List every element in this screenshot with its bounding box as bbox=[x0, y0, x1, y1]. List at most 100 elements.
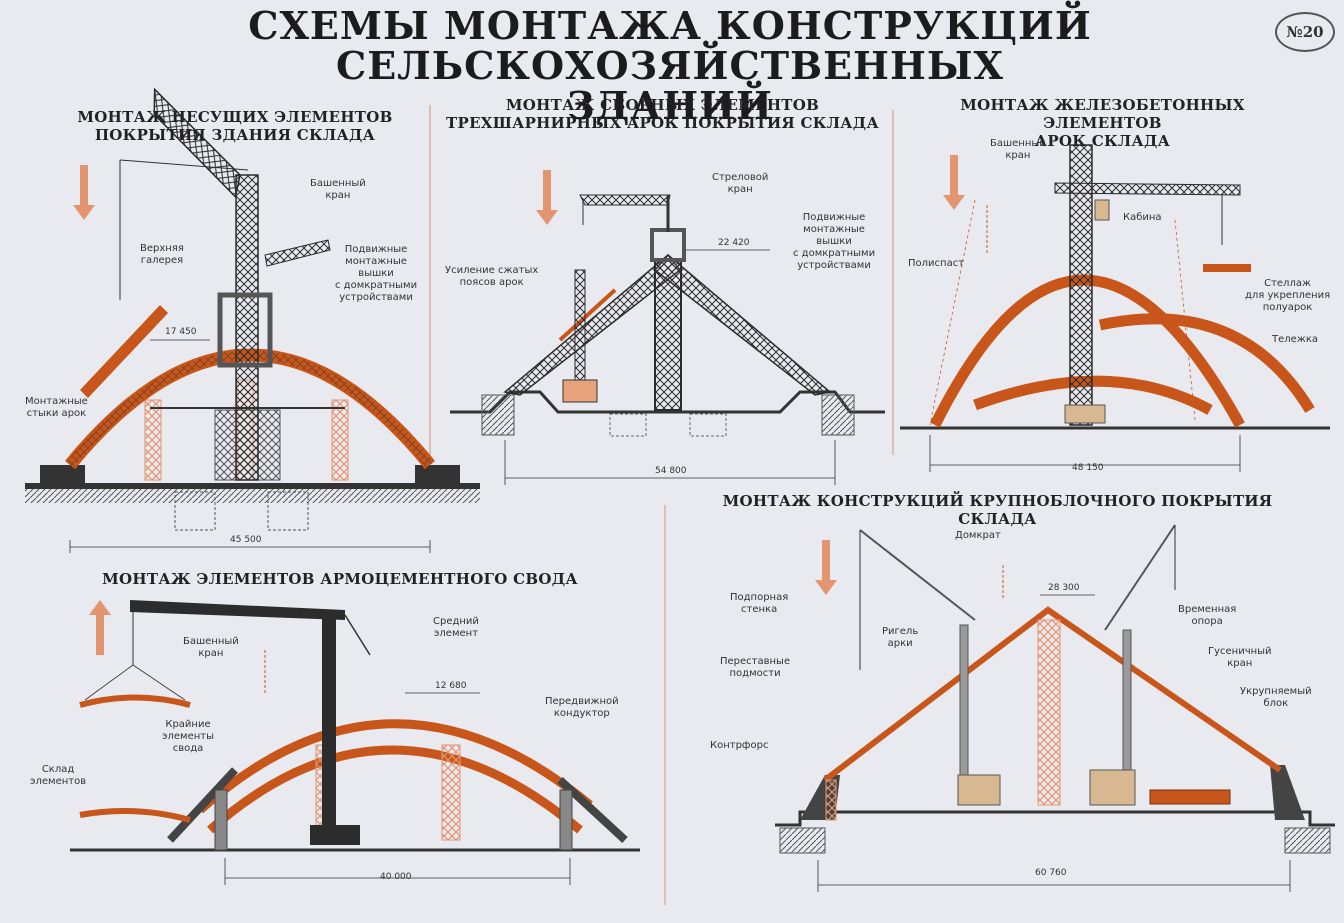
s2-label-towers-l4: с домкратными bbox=[793, 248, 876, 259]
s1-label-towers-l1: Подвижные bbox=[344, 244, 408, 255]
s3-label-pulley: Полиспаст bbox=[908, 258, 965, 269]
main-title-line1: СХЕМЫ МОНТАЖА КОНСТРУКЦИЙ bbox=[248, 3, 1092, 48]
s3-label-tower-crane: Башенный кран bbox=[990, 138, 1046, 162]
s5-label-crawler-l2: кран bbox=[1227, 658, 1253, 669]
s4-label-storage: Склад элементов bbox=[30, 764, 86, 788]
s1-label-joints-l1: Монтажные bbox=[25, 396, 88, 407]
s4-dim-height: 12 680 bbox=[435, 681, 467, 691]
s4-label-tower-crane-l2: кран bbox=[198, 648, 224, 659]
s1-title-line2: ПОКРЫТИЯ ЗДАНИЯ СКЛАДА bbox=[94, 126, 376, 144]
s4-label-edge-l1: Крайние bbox=[165, 719, 211, 730]
s5-dim-span: 60 760 bbox=[1035, 868, 1067, 878]
s5-label-crossbar-l2: арки bbox=[887, 638, 913, 649]
s4-label-middle-l1: Средний bbox=[433, 616, 479, 627]
s1-dim-span-half: 17 450 bbox=[165, 327, 197, 337]
s4-direction-arrow bbox=[89, 600, 111, 655]
s2-label-towers-l1: Подвижные bbox=[802, 212, 866, 223]
s3-label-tower-crane-l2: кран bbox=[1005, 150, 1031, 161]
s2-label-reinforce: Усиление сжатых поясов арок bbox=[445, 265, 538, 289]
s4-label-tower-crane-l1: Башенный bbox=[183, 636, 239, 647]
s4-label-storage-l2: элементов bbox=[30, 776, 87, 787]
s1-label-upper-gallery-l1: Верхняя bbox=[140, 243, 184, 254]
s3-label-cabin: Кабина bbox=[1123, 212, 1162, 223]
s4-label-conductor: Передвижной кондуктор bbox=[545, 696, 619, 720]
s2-title: МОНТАЖ СБОРНЫХ ЭЛЕМЕНТОВ ТРЕХШАРНИРНЫХ А… bbox=[440, 96, 885, 132]
s5-label-retaining-l1: Подпорная bbox=[730, 592, 789, 603]
s2-label-boom-crane-l2: кран bbox=[727, 184, 753, 195]
s1-label-upper-gallery: Верхняя галерея bbox=[140, 243, 184, 267]
s4-label-tower-crane: Башенный кран bbox=[183, 636, 239, 660]
s2-label-boom-crane: Стреловой кран bbox=[712, 172, 768, 196]
s4-label-middle: Средний элемент bbox=[433, 616, 479, 640]
main-title-line2: СЕЛЬСКОХОЗЯЙСТВЕННЫХ ЗДАНИЙ bbox=[335, 43, 1005, 128]
s1-drawing bbox=[25, 87, 480, 553]
s5-label-crossbar: Ригель арки bbox=[882, 626, 918, 650]
s3-label-rack-l1: Стеллаж bbox=[1264, 278, 1311, 289]
s1-label-towers-l5: устройствами bbox=[339, 292, 413, 303]
s1-label-towers: Подвижные монтажные вышки с домкратными … bbox=[335, 244, 417, 304]
s3-direction-arrow bbox=[943, 155, 965, 210]
s4-label-conductor-l2: кондуктор bbox=[553, 708, 610, 719]
s1-direction-arrow bbox=[73, 165, 95, 220]
s3-label-rack-l3: полуарок bbox=[1262, 302, 1313, 313]
s1-label-upper-gallery-l2: галерея bbox=[140, 255, 184, 266]
s4-dim-span: 40 000 bbox=[380, 872, 412, 882]
s2-title-line1: МОНТАЖ СБОРНЫХ ЭЛЕМЕНТОВ bbox=[505, 96, 820, 114]
s2-title-line2: ТРЕХШАРНИРНЫХ АРОК ПОКРЫТИЯ СКЛАДА bbox=[446, 114, 879, 132]
s2-label-reinforce-l2: поясов арок bbox=[459, 277, 524, 288]
s1-label-joints-l2: стыки арок bbox=[26, 408, 87, 419]
s5-title: МОНТАЖ КОНСТРУКЦИЙ КРУПНОБЛОЧНОГО ПОКРЫТ… bbox=[722, 492, 1273, 528]
s3-label-trolley: Тележка bbox=[1272, 334, 1318, 345]
s2-label-towers-l5: устройствами bbox=[797, 260, 871, 271]
s2-label-towers-l3: вышки bbox=[816, 236, 852, 247]
s1-label-towers-l4: с домкратными bbox=[335, 280, 418, 291]
s2-label-towers: Подвижные монтажные вышки с домкратными … bbox=[793, 212, 875, 272]
s3-label-rack-l2: для укрепления bbox=[1245, 290, 1331, 301]
s4-label-storage-l1: Склад bbox=[41, 764, 75, 775]
s5-dim-height: 28 300 bbox=[1048, 583, 1080, 593]
s1-label-tower-crane-l1: Башенный bbox=[310, 178, 366, 189]
s5-label-scaffold-l2: подмости bbox=[729, 668, 781, 679]
s5-label-block: Укрупняемый блок bbox=[1240, 686, 1312, 710]
s5-label-jack: Домкрат bbox=[955, 530, 1001, 541]
s4-label-conductor-l1: Передвижной bbox=[545, 696, 619, 707]
s2-label-boom-crane-l1: Стреловой bbox=[712, 172, 769, 183]
s3-title: МОНТАЖ ЖЕЛЕЗОБЕТОННЫХ ЭЛЕМЕНТОВ АРОК СКЛ… bbox=[900, 96, 1305, 150]
s1-label-tower-crane: Башенный кран bbox=[310, 178, 366, 202]
s5-label-retaining: Подпорная стенка bbox=[730, 592, 788, 616]
s5-label-crawler: Гусеничный кран bbox=[1208, 646, 1272, 670]
s5-label-crossbar-l1: Ригель bbox=[882, 626, 919, 637]
sheet-number-badge: №20 bbox=[1275, 12, 1335, 52]
s5-direction-arrow bbox=[815, 540, 837, 595]
s1-title-line1: МОНТАЖ НЕСУЩИХ ЭЛЕМЕНТОВ bbox=[77, 108, 393, 126]
s5-label-temp-support: Временная опора bbox=[1178, 604, 1236, 628]
s2-label-reinforce-l1: Усиление сжатых bbox=[445, 265, 539, 276]
s2-drawing bbox=[450, 170, 885, 485]
s4-drawing bbox=[70, 600, 640, 885]
section-dividers bbox=[429, 105, 894, 905]
s3-dim-span: 48 150 bbox=[1072, 463, 1104, 473]
s3-title-line1: МОНТАЖ ЖЕЛЕЗОБЕТОННЫХ ЭЛЕМЕНТОВ bbox=[960, 96, 1245, 132]
s1-label-joints: Монтажные стыки арок bbox=[25, 396, 88, 420]
s5-label-scaffold-l1: Переставные bbox=[720, 656, 791, 667]
s2-label-towers-l2: монтажные bbox=[803, 224, 865, 235]
s5-label-crawler-l1: Гусеничный bbox=[1208, 646, 1272, 657]
s4-label-middle-l2: элемент bbox=[433, 628, 479, 639]
s4-label-edge: Крайние элементы свода bbox=[162, 719, 214, 755]
s3-drawing bbox=[900, 144, 1330, 472]
s4-label-edge-l2: элементы bbox=[162, 731, 214, 742]
s1-dim-span: 45 500 bbox=[230, 535, 262, 545]
s1-label-towers-l2: монтажные bbox=[345, 256, 407, 267]
s5-label-scaffold: Переставные подмости bbox=[720, 656, 790, 680]
s1-label-towers-l3: вышки bbox=[358, 268, 394, 279]
s5-label-block-l2: блок bbox=[1263, 698, 1289, 709]
s4-label-edge-l3: свода bbox=[172, 743, 204, 754]
s3-title-line2: АРОК СКЛАДА bbox=[1034, 132, 1171, 150]
s5-label-buttress: Контрфорс bbox=[710, 740, 769, 751]
s5-label-temp-support-l2: опора bbox=[1191, 616, 1223, 627]
s5-drawing bbox=[775, 524, 1335, 892]
s3-label-tower-crane-l1: Башенный bbox=[990, 138, 1046, 149]
s4-vault-outer bbox=[197, 719, 593, 814]
